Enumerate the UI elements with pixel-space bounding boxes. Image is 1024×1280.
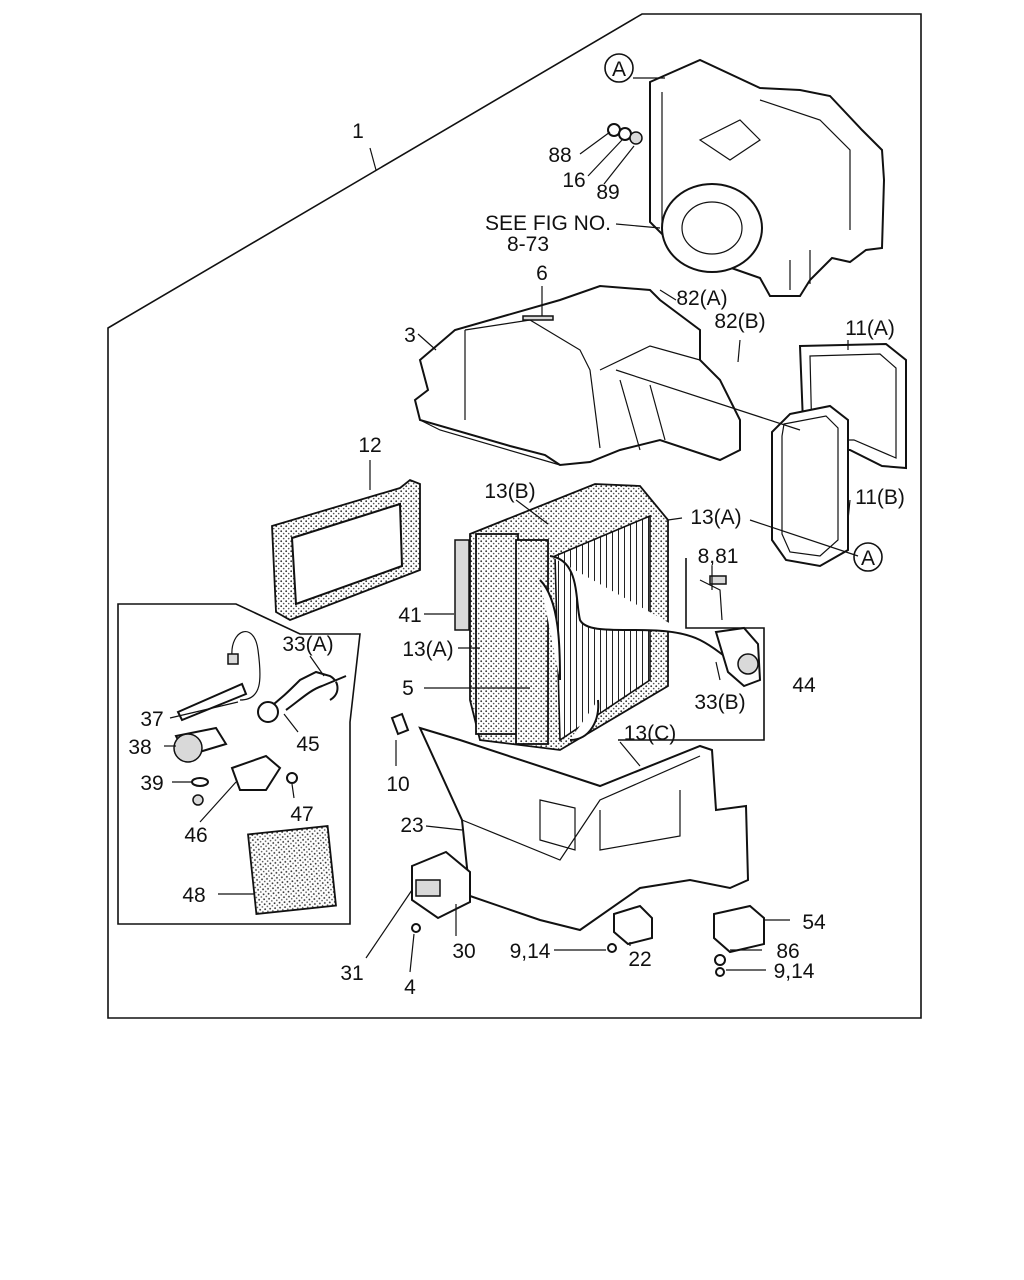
callout-33a: 33(A)	[282, 633, 333, 656]
callout-44: 44	[792, 674, 816, 697]
expansion-valve	[699, 575, 762, 688]
sensor-pipe-group	[173, 631, 347, 915]
callout-13a-left: 13(A)	[402, 638, 453, 661]
callout-82a: 82(A)	[676, 287, 727, 310]
fasteners-88-16-89	[607, 123, 643, 145]
callout-89: 89	[596, 181, 619, 204]
callout-9-14-b: 9,14	[774, 960, 815, 983]
callout-16: 16	[562, 169, 585, 192]
callout-23: 23	[400, 814, 423, 837]
marker-a-bottom: A	[853, 542, 883, 572]
callout-8-81: 8,81	[698, 545, 739, 568]
evaporator-core	[454, 483, 736, 751]
sensor-subassembly-box	[117, 603, 361, 925]
callout-10: 10	[386, 773, 409, 796]
marker-a-bottom-text: A	[861, 547, 875, 570]
upper-case	[413, 284, 741, 467]
callout-41: 41	[398, 604, 421, 627]
callout-9-14-a: 9,14	[510, 940, 551, 963]
callout-82b: 82(B)	[714, 310, 765, 333]
lower-case	[390, 712, 750, 932]
leader-seal-link-2	[749, 519, 859, 557]
callout-11a: 11(A)	[845, 317, 895, 340]
actuator-30-31	[411, 850, 471, 933]
callout-3: 3	[404, 324, 416, 347]
callout-4: 4	[404, 976, 416, 999]
callout-88: 88	[548, 144, 571, 167]
callout-46: 46	[184, 824, 207, 847]
callout-37: 37	[140, 708, 163, 731]
callout-11b: 11(B)	[855, 486, 905, 509]
see-fig-reference: SEE FIG NO.	[485, 212, 611, 235]
callout-47: 47	[290, 803, 313, 826]
callout-33b: 33(B)	[694, 691, 745, 714]
callout-5: 5	[402, 677, 414, 700]
leader-lines	[164, 77, 851, 973]
callout-13a-top: 13(A)	[690, 506, 741, 529]
seal-12	[271, 478, 421, 621]
callout-13c: 13(C)	[624, 722, 677, 745]
callout-39: 39	[140, 772, 163, 795]
resistor-22	[607, 904, 653, 953]
callout-48: 48	[182, 884, 205, 907]
see-fig-number: 8-73	[507, 233, 549, 256]
box-44	[618, 558, 765, 741]
callout-1: 1	[352, 120, 364, 143]
callout-12: 12	[358, 434, 381, 457]
callout-86: 86	[776, 940, 799, 963]
callout-13b: 13(B)	[484, 480, 535, 503]
callout-30: 30	[452, 940, 475, 963]
callout-6: 6	[536, 262, 548, 285]
blower-unit	[649, 58, 886, 297]
marker-a-top: A	[604, 53, 634, 83]
callout-22: 22	[628, 948, 651, 971]
callout-54: 54	[802, 911, 826, 934]
seal-11b	[771, 404, 849, 568]
assembly-boundary	[107, 13, 922, 1019]
marker-a-top-text: A	[612, 58, 626, 81]
callout-45: 45	[296, 733, 319, 756]
relay-54	[713, 904, 765, 977]
callout-31: 31	[340, 962, 363, 985]
callout-38: 38	[128, 736, 151, 759]
leader-seal-link	[615, 369, 801, 431]
